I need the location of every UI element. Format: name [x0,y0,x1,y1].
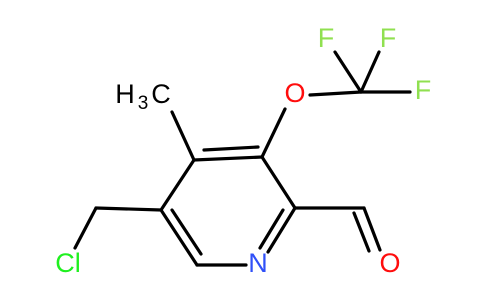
bond-cho-o-inner [352,211,371,253]
bond-cf3-f1 [333,50,363,94]
bond-c3-oxygen [260,107,287,159]
methyl-c-label: C [151,79,171,109]
bond-c4-methyl [170,110,196,162]
bond-ch2-cl [73,206,98,250]
methyl-subscript: 3 [138,93,149,114]
bond-c2-n-inner [258,208,285,250]
bonds [73,50,412,267]
atom-label-nitrogen: N [248,248,268,278]
bond-c6-c5-inner [170,208,203,256]
bond-c5-c4 [159,158,196,212]
bond-c6-c5 [159,208,199,267]
atom-label-chlorine: Cl [55,248,81,278]
bond-c4-c3 [192,155,264,162]
bond-cf3-f2 [359,50,381,94]
atom-label-oxygen: O [379,248,400,278]
bond-c3-c2 [260,155,297,210]
bond-oxygen-cf3 [308,90,363,97]
bond-c5-ch2 [94,206,163,212]
bond-cho-o [362,206,382,252]
atom-label-oxygen: O [284,78,305,108]
atom-label-f: F [415,75,432,105]
bond-c4-c3-inner [202,145,260,152]
methyl-h-label: H [115,79,135,109]
atom-labels: F F F O O N Cl H 3 C [55,23,431,278]
bond-c2-n [266,206,297,254]
atom-label-f: F [380,23,397,53]
atom-label-f: F [318,23,335,53]
